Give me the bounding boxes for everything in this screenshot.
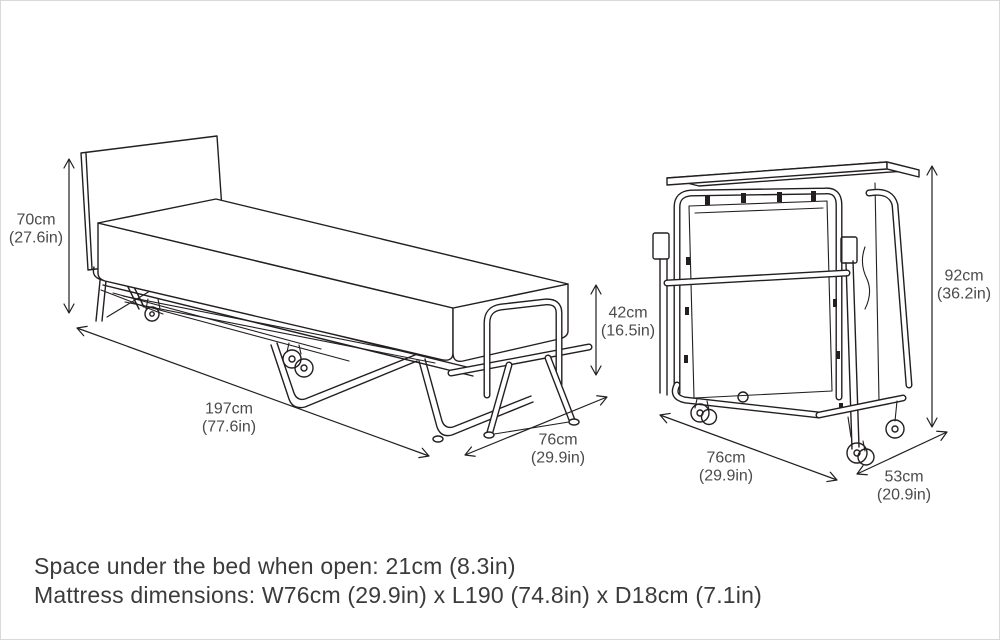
- dimension-value-in: (16.5in): [600, 322, 656, 339]
- castor-wheel: [144, 298, 161, 322]
- folded-bed-top-slab: [666, 161, 920, 187]
- dimension-value-in: (27.6in): [8, 229, 64, 246]
- dimension-label-open-height: 70cm (27.6in): [9, 212, 63, 247]
- dimension-label-folded-height: 92cm (36.2in): [937, 268, 991, 303]
- dimension-value-in: (36.2in): [936, 285, 992, 302]
- dimension-value-cm: 76cm: [538, 431, 578, 449]
- dimension-label-open-width: 76cm (29.9in): [531, 432, 585, 467]
- dimension-label-folded-depth: 53cm (20.9in): [877, 469, 931, 504]
- folded-bed-drawing: [652, 161, 920, 466]
- notes: Space under the bed when open: 21cm (8.3…: [34, 552, 762, 610]
- folded-bed-bottom-frame: [671, 381, 907, 419]
- arrow-folded-width: [659, 412, 838, 483]
- arrow-open-length: [76, 325, 430, 459]
- castor-wheel: [737, 391, 749, 403]
- dimension-value-in: (20.9in): [876, 486, 932, 503]
- folded-bed-back-edges: [861, 182, 913, 402]
- dimension-value-cm: 76cm: [706, 449, 746, 467]
- dimension-value-cm: 92cm: [944, 267, 984, 285]
- dimension-value-cm: 42cm: [608, 304, 648, 322]
- castor-wheel: [885, 400, 905, 439]
- dimension-value-in: (77.6in): [201, 418, 257, 435]
- dimension-label-open-frame-height: 42cm (16.5in): [601, 305, 655, 340]
- note-space-under-bed: Space under the bed when open: 21cm (8.3…: [34, 553, 516, 579]
- dimension-arrows: [63, 158, 948, 483]
- dimension-value-cm: 70cm: [16, 211, 56, 229]
- arrow-open-width: [464, 395, 608, 457]
- dimension-label-open-length: 197cm (77.6in): [202, 401, 256, 436]
- dimension-value-in: (29.9in): [530, 449, 586, 466]
- folded-bed-crossbar: [663, 269, 851, 287]
- dimension-value-in: (29.9in): [698, 467, 754, 484]
- dimension-value-cm: 197cm: [204, 400, 254, 418]
- folded-bed-panel: [684, 191, 843, 411]
- note-mattress-dimensions: Mattress dimensions: W76cm (29.9in) x L1…: [34, 582, 762, 608]
- arrow-folded-depth: [856, 430, 948, 476]
- folded-bed-front-frame: [673, 187, 843, 401]
- dimension-value-cm: 53cm: [884, 468, 924, 486]
- open-bed-drawing: [80, 135, 593, 443]
- dimension-label-folded-width: 76cm (29.9in): [699, 450, 753, 485]
